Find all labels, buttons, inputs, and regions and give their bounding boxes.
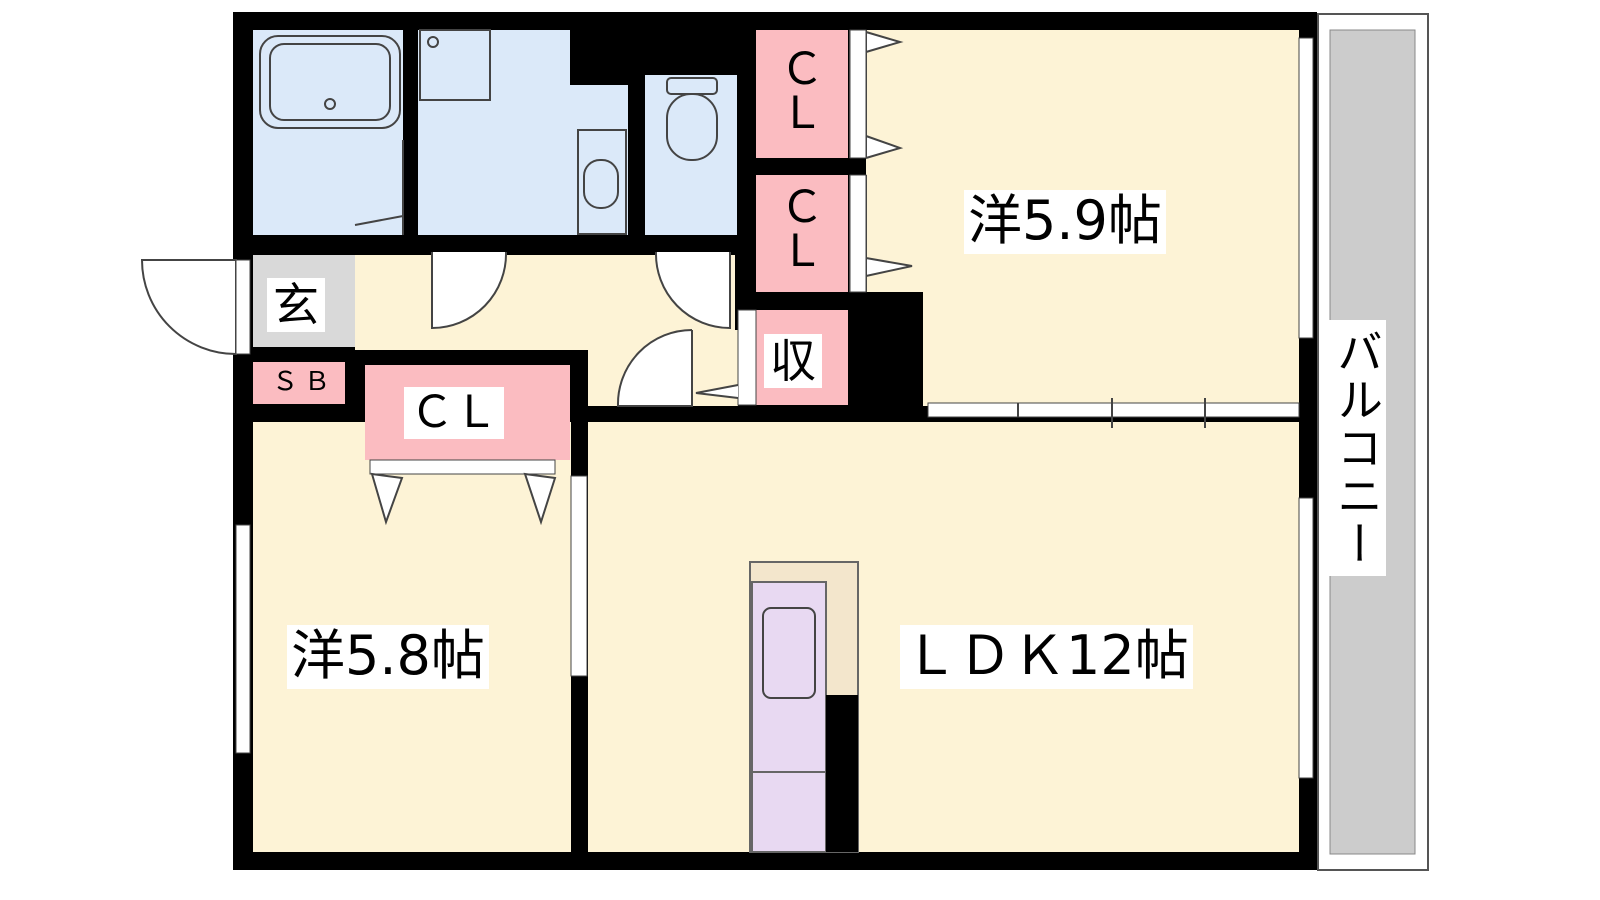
window-east-upper	[1298, 37, 1314, 339]
closet-door-strip-2	[849, 174, 867, 293]
bath-door	[354, 140, 404, 235]
closet-upper-1	[756, 30, 848, 158]
washing-machine	[419, 29, 491, 101]
closet-upper-2	[756, 175, 848, 292]
closet-main-door	[369, 459, 556, 475]
window-east-lower	[1298, 497, 1314, 779]
kitchen-sink	[762, 607, 816, 699]
partition-slider	[927, 402, 1300, 418]
bathtub-inner	[269, 43, 391, 121]
label-entrance: 玄	[267, 278, 325, 332]
label-storage: 収	[764, 334, 822, 388]
bathtub-outer	[259, 35, 401, 129]
washroom-notch	[570, 30, 628, 85]
label-closet-upper-1: Ｃ Ｌ	[780, 44, 824, 139]
storage-trim	[737, 309, 757, 406]
door-washroom	[431, 251, 508, 330]
label-balcony: バルコニー	[1328, 320, 1386, 576]
door-toilet	[654, 251, 731, 330]
kitchen-wall	[826, 695, 858, 852]
label-western-lower: 洋5.8帖	[287, 625, 489, 689]
label-ldk: ＬＤＫ12帖	[900, 625, 1193, 689]
label-closet-main: ＣＬ	[404, 387, 504, 439]
washer-dot	[427, 36, 439, 48]
label-western-upper: 洋5.9帖	[964, 190, 1166, 254]
bathroom	[253, 30, 403, 235]
closet-main-door-leaf-2	[523, 472, 557, 526]
entrance-door-jamb	[235, 259, 251, 355]
window-west-lower	[235, 524, 251, 754]
shoe-box	[253, 362, 345, 404]
partition-marks	[1017, 398, 1206, 428]
sink	[583, 159, 619, 209]
closet-main-door-leaf-1	[370, 472, 404, 526]
window-ldk-partition	[570, 475, 588, 677]
door-entrance	[140, 259, 237, 356]
door-ldk	[616, 329, 693, 407]
room-western-upper-ext	[866, 30, 926, 292]
vanity	[577, 129, 627, 235]
toilet-bowl	[666, 93, 718, 161]
label-shoe-box: ＳＢ	[272, 367, 337, 397]
kitchen-unit	[751, 581, 827, 853]
toilet-room	[645, 75, 737, 235]
storage-door	[695, 384, 739, 399]
closet-door-strip-1	[849, 29, 867, 159]
label-closet-upper-2: Ｃ Ｌ	[780, 182, 824, 277]
bathtub-drain	[324, 98, 336, 110]
